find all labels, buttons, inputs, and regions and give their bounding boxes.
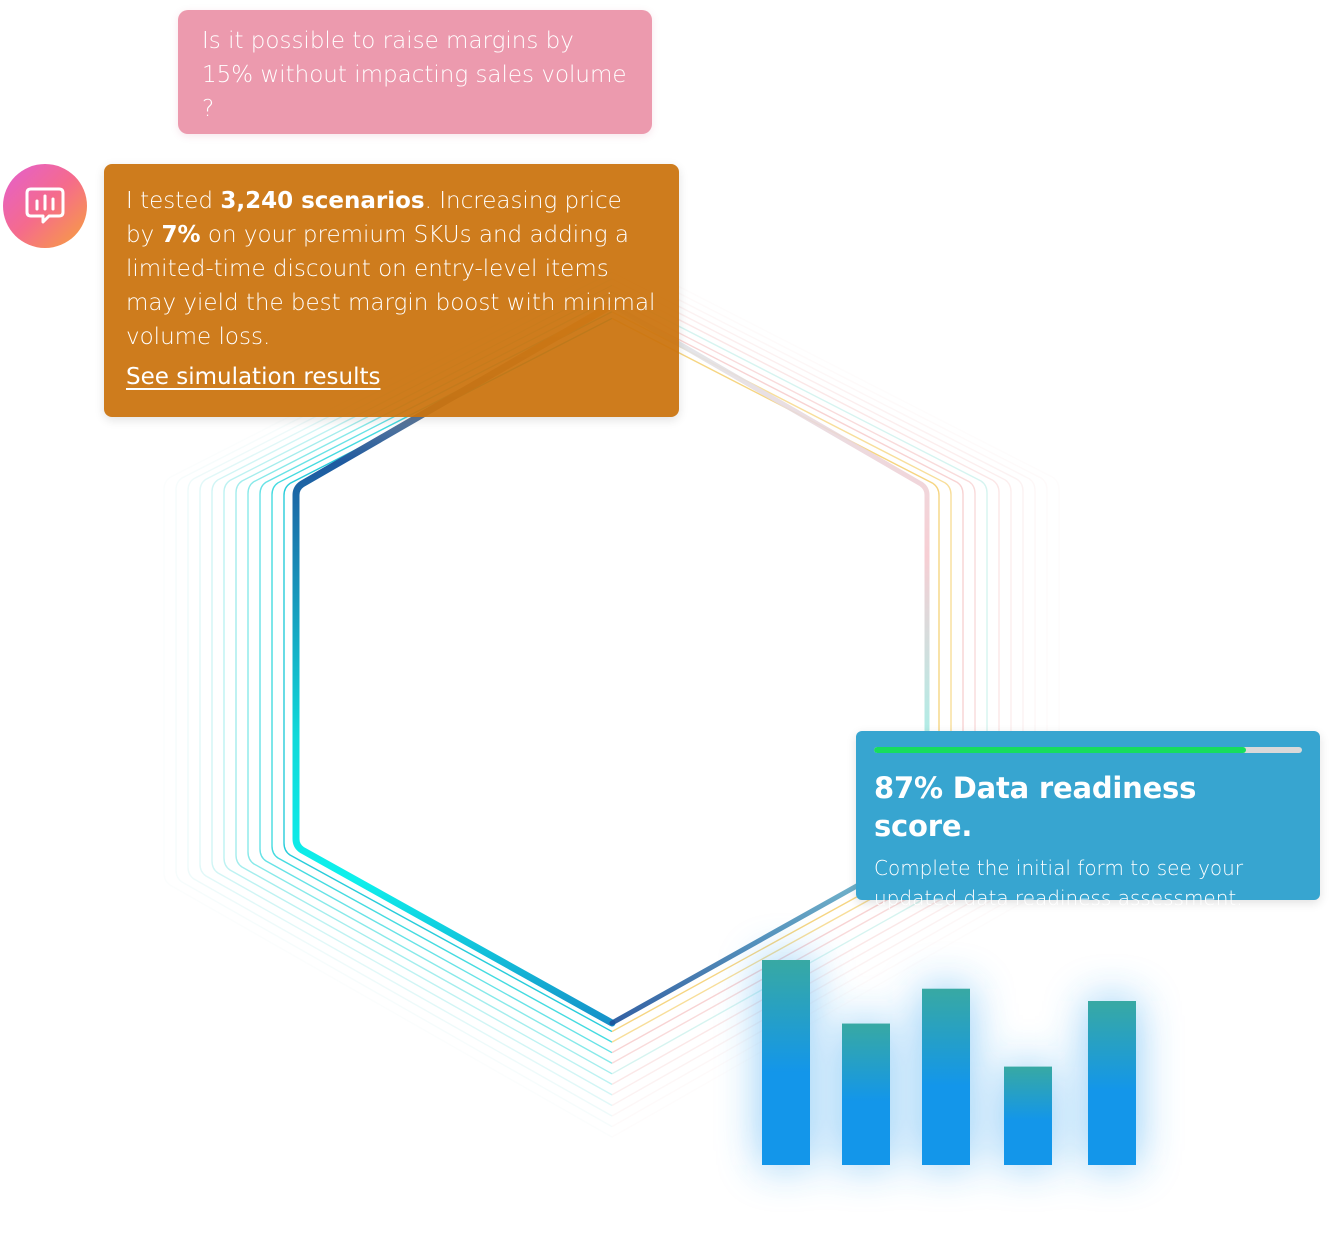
hexagon-echo-line — [259, 304, 613, 1054]
chart-bar — [1088, 1001, 1136, 1165]
hexagon-echo-line — [211, 278, 613, 1096]
simulation-results-link[interactable]: See simulation results — [126, 364, 381, 390]
hexagon-echo-line — [223, 284, 613, 1085]
price-increase-value: 7% — [161, 222, 201, 248]
user-message-text: Is it possible to raise margins by 15% w… — [202, 28, 627, 122]
assistant-avatar — [3, 164, 87, 248]
data-readiness-card: 87% Data readiness score. Complete the i… — [856, 731, 1320, 910]
readiness-score-title: 87% Data readiness score. — [874, 771, 1197, 843]
assistant-message-bubble: I tested 3,240 scenarios. Increasing pri… — [104, 164, 679, 417]
chart-bar — [842, 1023, 890, 1165]
hexagon-echo-line — [271, 311, 613, 1043]
hexagon-outline-left — [292, 301, 616, 1027]
chart-bar — [1004, 1066, 1052, 1165]
readiness-score-description: Complete the initial form to see your up… — [874, 856, 1244, 910]
hexagon-echo-line — [235, 291, 613, 1075]
readiness-progress-bar — [874, 747, 1302, 753]
hexagon-echo-line — [175, 258, 613, 1128]
user-message-bubble: Is it possible to raise margins by 15% w… — [178, 10, 652, 134]
chat-chart-icon — [25, 187, 65, 224]
hexagon-echo-line — [247, 297, 613, 1064]
readiness-progress-fill — [874, 747, 1247, 753]
bar-chart — [762, 960, 1136, 1165]
hexagon-echo-line — [187, 264, 613, 1117]
assistant-message-text: I tested 3,240 scenarios. Increasing pri… — [126, 188, 656, 350]
hexagon-echo-line — [283, 317, 613, 1033]
scenarios-count: 3,240 scenarios — [220, 188, 425, 214]
chart-bar — [922, 988, 970, 1165]
hexagon-echo-line — [611, 317, 940, 1033]
chart-bar — [762, 960, 810, 1165]
hexagon-echo-line — [199, 271, 613, 1107]
hexagon-echo-line — [163, 251, 613, 1138]
